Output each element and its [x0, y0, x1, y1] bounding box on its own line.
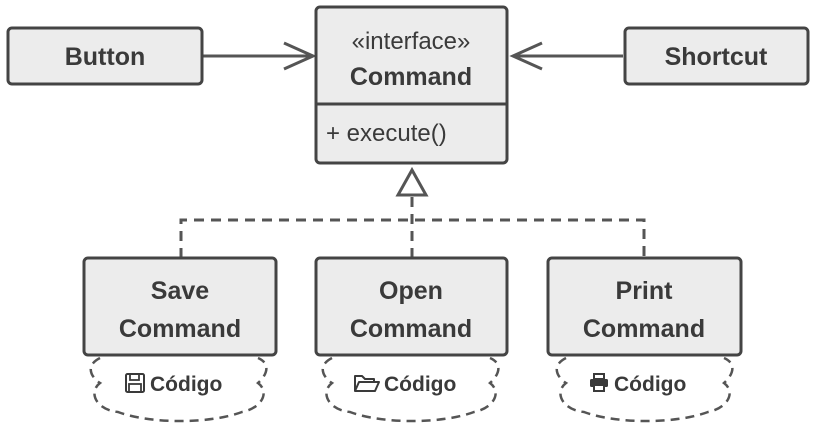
open-command-line2: Command [350, 315, 472, 343]
print-command-line1: Print [616, 277, 674, 305]
open-command-line1: Open [379, 277, 443, 305]
printer-icon [590, 373, 608, 392]
print-code-cloud: Código [555, 356, 734, 423]
save-command-line2: Command [119, 315, 241, 343]
inheritance-arrowhead [395, 166, 429, 197]
open-command-box: Open Command [314, 256, 509, 357]
shortcut-class-label: Shortcut [665, 43, 768, 71]
button-class-box: Button [6, 26, 204, 86]
button-class-label: Button [65, 43, 146, 71]
command-interface-box: «interface» Command + execute() [314, 5, 509, 165]
print-command-box: Print Command [546, 256, 743, 357]
open-code-label: Código [384, 373, 456, 396]
button-to-command-arrow [203, 41, 317, 71]
floppy-disk-icon [125, 373, 145, 393]
print-code-label: Código [614, 373, 686, 396]
interface-stereotype: «interface» [352, 28, 471, 55]
open-code-cloud: Código [321, 356, 500, 423]
interface-method: + execute() [326, 120, 447, 147]
folder-icon [354, 375, 380, 392]
save-code-cloud: Código [89, 356, 268, 423]
print-command-line2: Command [583, 315, 705, 343]
shortcut-to-command-arrow [509, 41, 623, 71]
realization-connectors [179, 196, 646, 258]
shortcut-class-box: Shortcut [623, 26, 810, 86]
save-command-box: Save Command [82, 256, 278, 357]
save-command-line1: Save [151, 277, 209, 305]
interface-name: Command [350, 63, 472, 91]
save-code-label: Código [150, 373, 222, 396]
